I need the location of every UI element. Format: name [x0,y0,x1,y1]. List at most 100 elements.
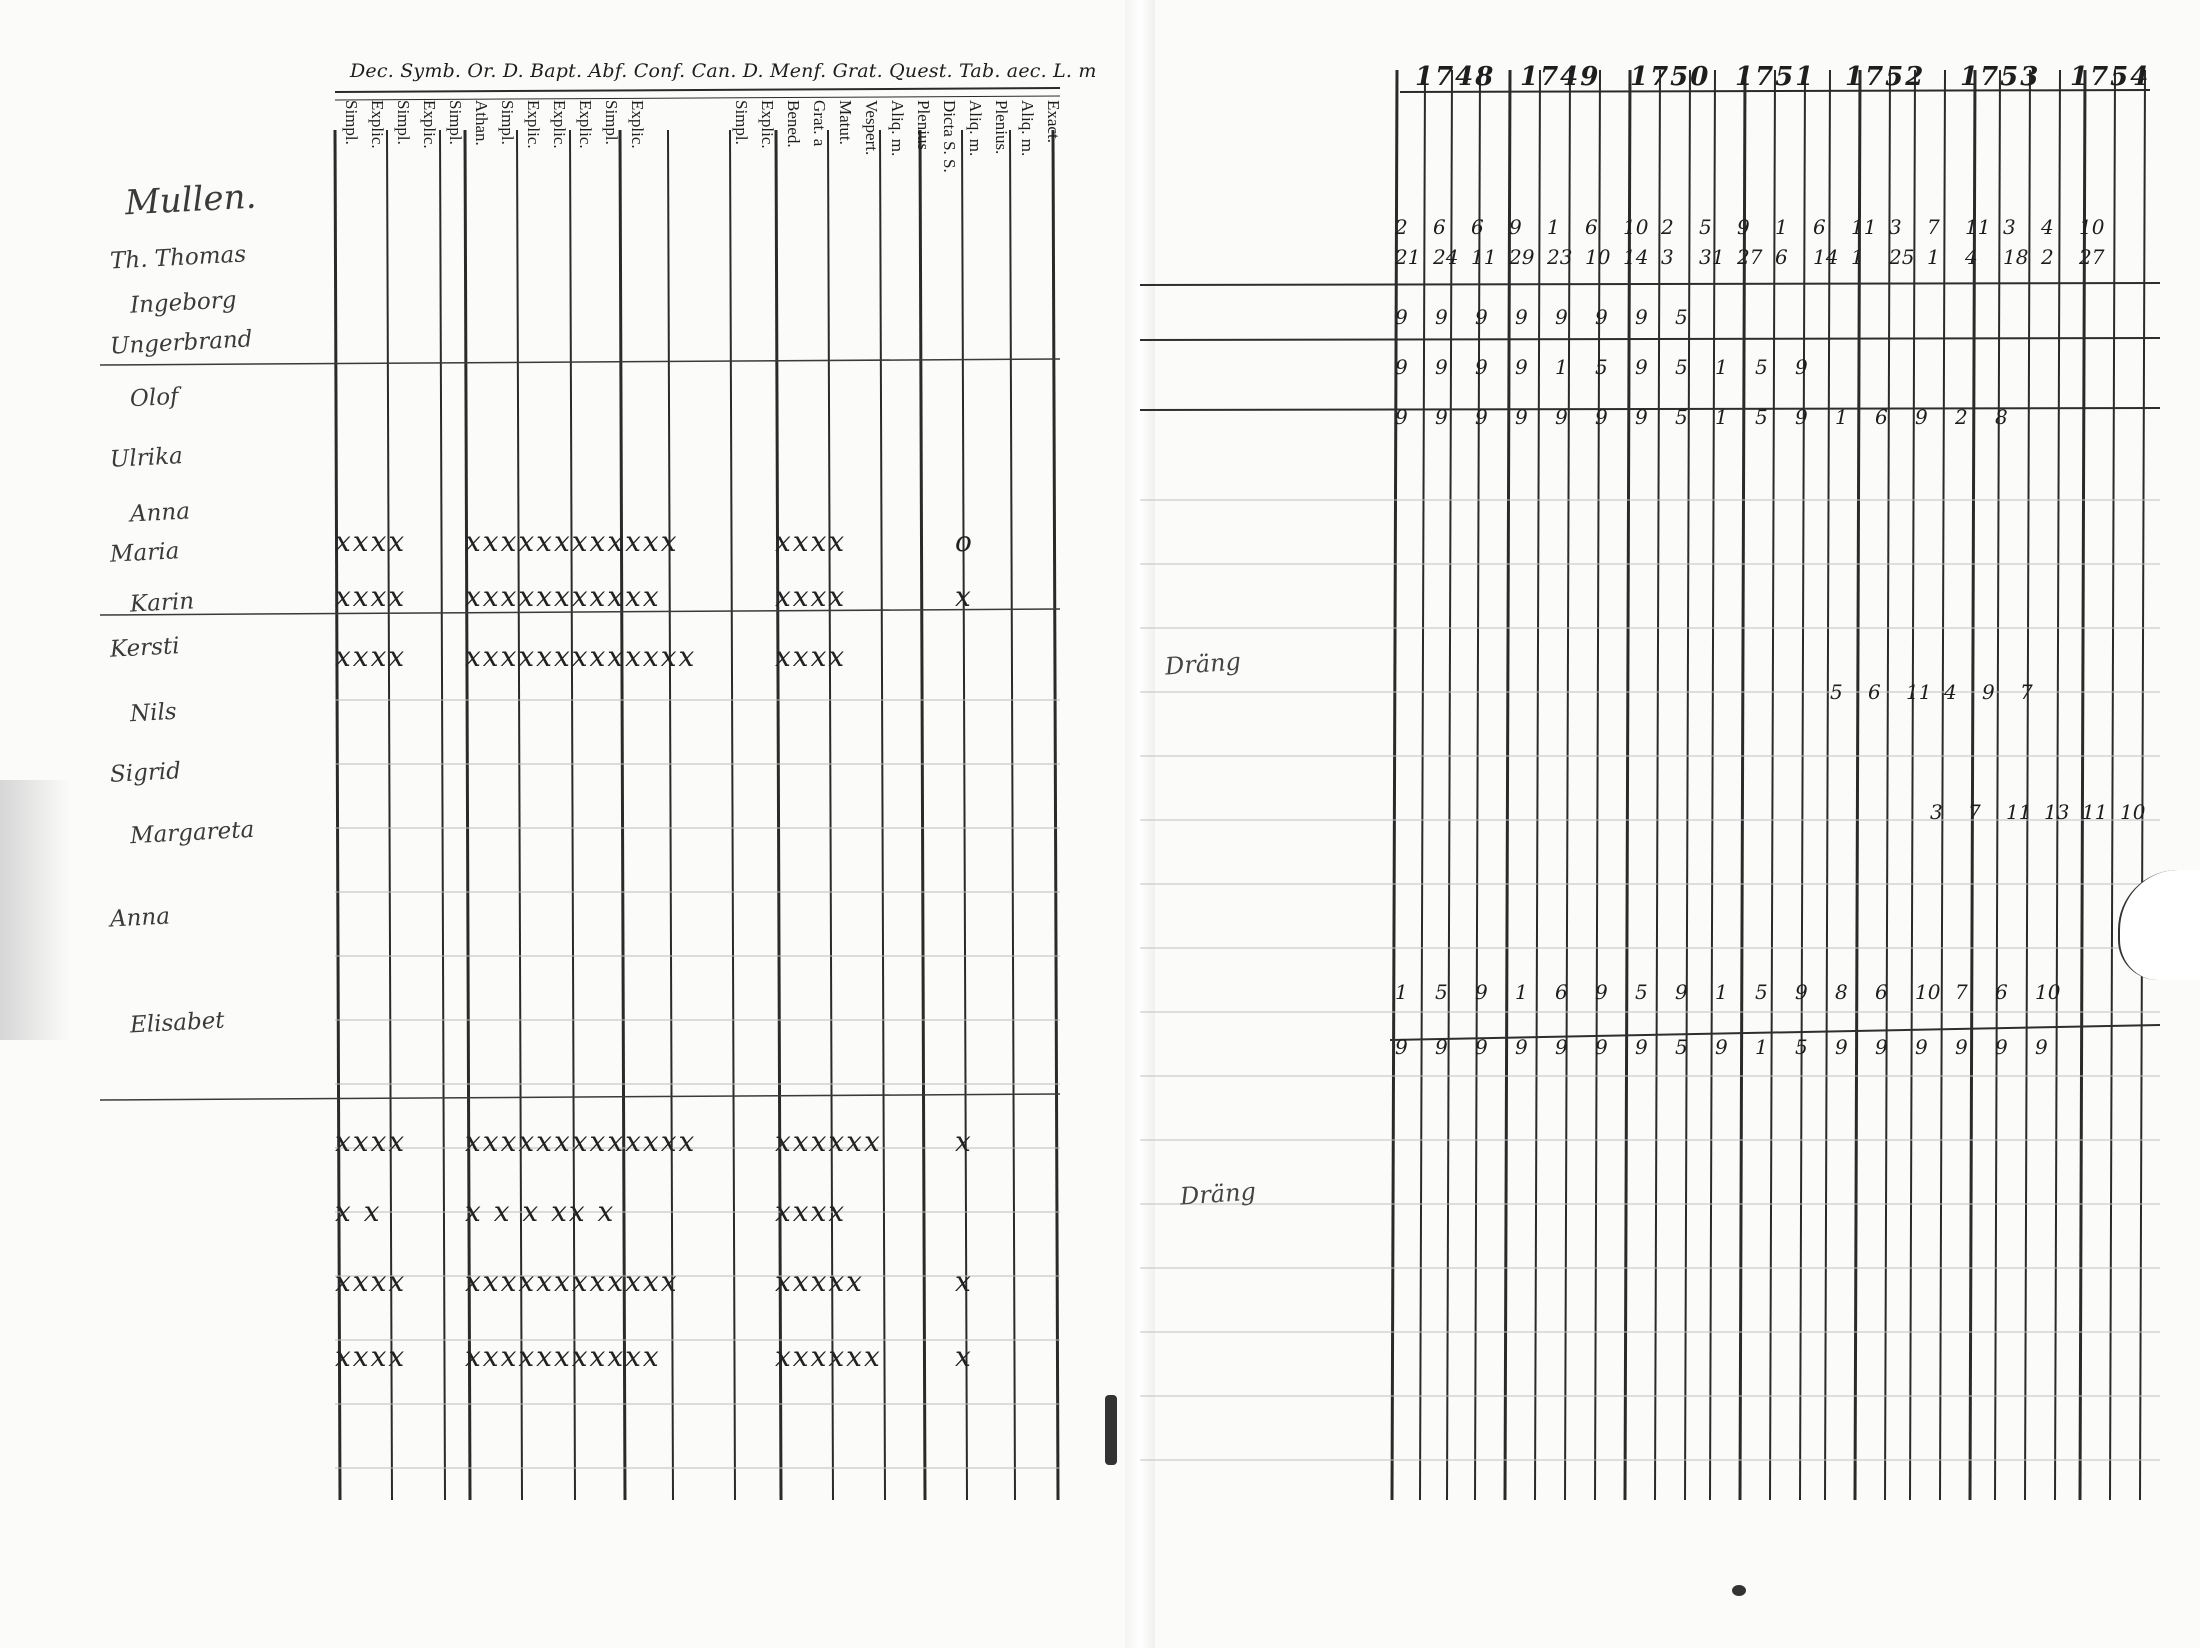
figure-entry: 11 [1906,680,1932,704]
figure-entry: 5 [1675,355,1688,379]
figure-entry: 6 [1775,245,1788,269]
tick-marks: xxxxxxxxxxx [465,580,661,613]
figure-entry: 8 [1835,980,1848,1004]
tick-marks: xxxx [335,1265,407,1298]
tick-marks: xxxxxx [775,1340,882,1373]
tick-marks: xxxx [775,1195,847,1228]
figure-entry: 9 [1795,405,1808,429]
rule-line [2109,69,2116,1501]
rule-line [918,129,927,1501]
column-head: Explic. [628,100,647,149]
figure-entry: 2 [1661,215,1674,239]
rule-line [1994,69,2001,1501]
figure-entry: 1 [1775,215,1788,239]
figure-entry: 9 [1982,680,1995,704]
margin-note-2: Dräng [1179,1177,1257,1211]
figure-entry: 10 [1623,215,1649,239]
figure-entry: 9 [1915,405,1928,429]
rule-line [99,358,1061,366]
figure-entry: 5 [1755,980,1768,1004]
rule-line [1968,69,1977,1501]
rule-line [1009,129,1016,1501]
figure-entry: 24 [1433,245,1459,269]
tick-marks: xxxxx [775,1265,864,1298]
rule-line [1684,69,1691,1501]
tick-marks: x [955,1125,973,1158]
column-head: Athan. [472,100,491,146]
column-head: Aliq. m. [1018,100,1037,157]
figure-entry: 5 [1755,405,1768,429]
figure-entry: 7 [1955,980,1968,1004]
figure-entry: 9 [1515,355,1528,379]
column-head: Simpl. [602,100,621,145]
column-head: Explic. [550,100,569,149]
figure-entry: 4 [2041,215,2054,239]
rule-line [386,129,393,1501]
rule-line [99,1093,1061,1101]
person-name: Sigrid [109,758,182,788]
column-head: Plenius. [992,100,1011,155]
column-head: Bened. [784,100,803,148]
person-name: Maria [109,538,180,568]
figure-entry: 9 [1475,305,1488,329]
figure-entry: 9 [1795,980,1808,1004]
column-head: Vespert. [862,100,881,156]
tick-marks: xxxxxxxxxxxxx [465,1125,697,1158]
page-edge-shadow [0,780,70,1040]
rule-line [463,129,472,1501]
tick-marks: xxxx [335,1125,407,1158]
ink-spot [1732,1585,1746,1596]
figure-entry: 9 [1509,215,1522,239]
figure-entry: 31 [1699,245,1725,269]
section-heading: Mullen. [124,176,258,224]
figure-entry: 11 [1851,215,1877,239]
column-head: Exact. [1044,100,1063,143]
rule-line [334,87,1061,93]
rule-line [334,95,1061,101]
figure-entry: 5 [1675,1035,1688,1059]
figure-entry: 9 [1635,305,1648,329]
person-name: Anna [109,903,171,933]
figure-entry: 1 [1395,980,1408,1004]
figure-entry: 9 [1555,1035,1568,1059]
figure-entry: 6 [1875,980,1888,1004]
rule-line [99,608,1061,616]
figure-entry: 9 [1875,1035,1888,1059]
rule-line [1534,69,1541,1501]
figure-entry: 9 [1995,1035,2008,1059]
rule-line [1709,69,1716,1501]
figure-entry: 23 [1547,245,1573,269]
figure-entry: 1 [1715,355,1728,379]
figure-entry: 9 [1595,405,1608,429]
tick-marks: x x x xx x [465,1195,616,1228]
column-head: Simpl. [446,100,465,145]
figure-entry: 7 [2020,680,2033,704]
column-head: Matut. [836,100,855,145]
figure-entry: 6 [1585,215,1598,239]
figure-entry: 9 [1395,405,1408,429]
figure-entry: 9 [1635,1035,1648,1059]
figure-entry: 9 [1595,980,1608,1004]
year-header: 1754 [2070,62,2151,92]
tick-marks: xxxx [775,525,847,558]
figure-entry: 14 [1813,245,1839,269]
figure-entry: 9 [1395,305,1408,329]
figure-entry: 10 [1915,980,1941,1004]
rule-line [774,129,783,1501]
figure-entry: 11 [1471,245,1497,269]
figure-entry: 5 [1675,305,1688,329]
rule-line [1769,69,1776,1501]
figure-entry: 1 [1555,355,1568,379]
figure-entry: 9 [1795,355,1808,379]
rule-line [1884,69,1891,1501]
figure-entry: 7 [1927,215,1940,239]
tick-marks: x [955,1265,973,1298]
rule-line [1051,129,1060,1501]
rule-line [1139,282,2161,286]
tick-marks: x [955,580,973,613]
figure-entry: 3 [2003,215,2016,239]
person-name: Nils [129,698,178,728]
rule-line [1594,69,1601,1501]
book-gutter [1125,0,1155,1648]
